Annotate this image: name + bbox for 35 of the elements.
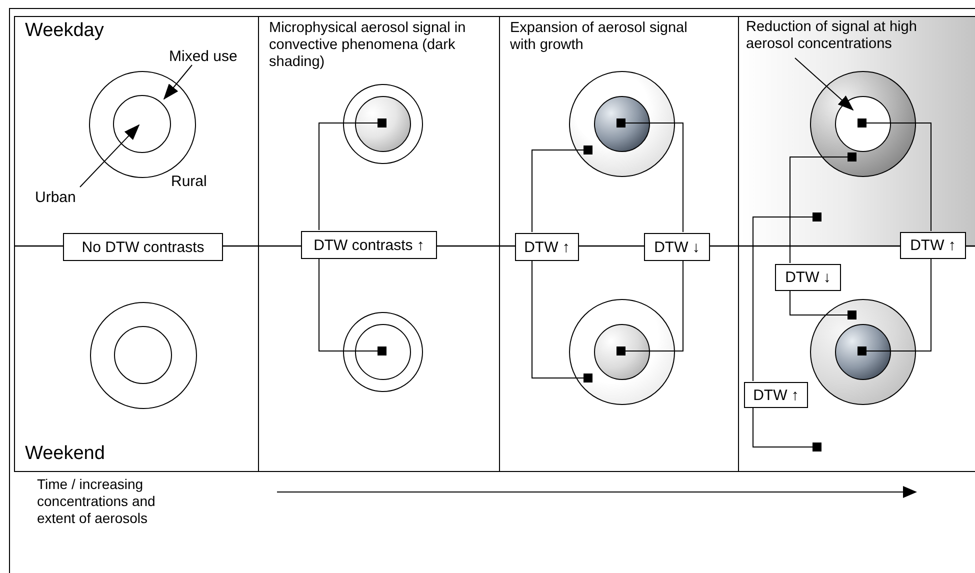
- connector-line: [752, 212, 822, 382]
- panel: [14, 16, 258, 472]
- text-box: DTW ↑: [900, 232, 966, 259]
- connector-line: [616, 118, 684, 232]
- text-box: DTW ↓: [775, 264, 841, 291]
- connector-line: [616, 260, 684, 356]
- panel-heading: Expansion of aerosol signal with growth: [509, 20, 688, 54]
- connector-line: [790, 152, 856, 264]
- connector-line: [752, 406, 822, 452]
- connector-line: [532, 260, 592, 382]
- connector-line: [858, 118, 932, 232]
- leader-arrow: [163, 64, 192, 100]
- panel: [738, 16, 975, 472]
- text-box: DTW ↑: [515, 233, 579, 261]
- text-label: Time / increasing concentrations and extent of aerosols: [37, 476, 156, 527]
- callout-text: Reduction of signal at high aerosol concentrations: [746, 19, 942, 59]
- text-box: DTW ↑: [744, 382, 808, 408]
- text-box: DTW ↓: [644, 233, 710, 261]
- text-box: DTW contrasts ↑: [301, 231, 437, 259]
- panel-heading: Weekday: [24, 20, 104, 42]
- panel-heading: Weekend: [24, 443, 105, 465]
- connector-line: [790, 290, 856, 320]
- callout-text: Urban: [35, 188, 87, 207]
- leader-arrow: [794, 58, 854, 111]
- panel-heading: Microphysical aerosol signal in convective phenomena (dark shading): [268, 20, 467, 71]
- connector-line: [532, 146, 592, 232]
- connector-line: [318, 118, 386, 230]
- text-box: No DTW contrasts: [63, 233, 223, 261]
- panel: [258, 16, 499, 472]
- connector-line: [318, 258, 386, 356]
- text-label: Rural: [171, 172, 207, 192]
- connector-line: [858, 258, 932, 356]
- leader-arrow: [80, 124, 140, 188]
- panel: [499, 16, 738, 472]
- callout-text: Mixed use: [169, 47, 245, 66]
